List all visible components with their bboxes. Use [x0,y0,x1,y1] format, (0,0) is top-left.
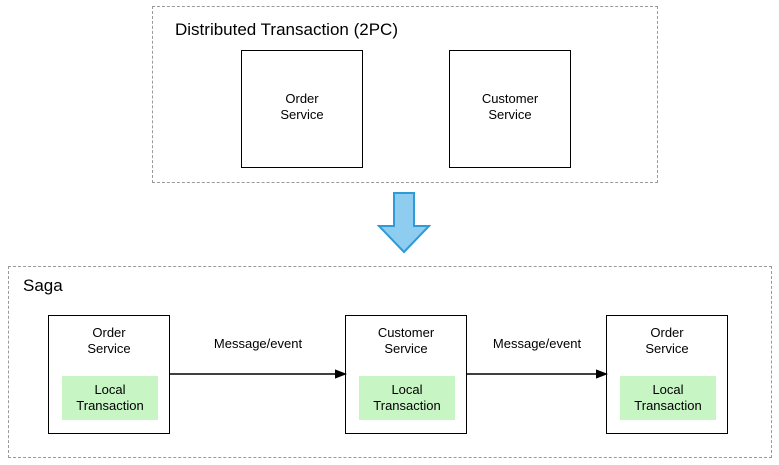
group-title-saga: Saga [23,276,63,295]
group-distributed-transaction: Distributed Transaction (2PC) [152,6,658,183]
service-box-customer-service-2pc[interactable]: Customer Service [449,50,571,168]
local-transaction-chip: Local Transaction [359,376,455,420]
service-box-label: Customer Service [481,91,539,122]
service-box-customer-service-saga[interactable]: Customer Service Local Transaction [345,315,467,434]
service-box-order-service-2pc[interactable]: Order Service [241,50,363,168]
service-box-label: Customer Service [377,325,435,356]
local-transaction-label: Local Transaction [373,382,441,413]
down-arrow-icon [376,192,432,254]
connector-arrow-1 [169,367,347,379]
local-transaction-chip: Local Transaction [62,376,158,420]
connector-label-message-event-1: Message/event [213,336,303,351]
group-saga: Saga [8,266,772,458]
connector-label-message-event-2: Message/event [492,336,582,351]
local-transaction-chip: Local Transaction [620,376,716,420]
service-box-order-service-saga-1[interactable]: Order Service Local Transaction [48,315,170,434]
service-box-order-service-saga-2[interactable]: Order Service Local Transaction [606,315,728,434]
group-title-distributed-transaction: Distributed Transaction (2PC) [175,20,398,39]
local-transaction-label: Local Transaction [76,382,144,413]
service-box-label: Order Service [280,91,324,122]
service-box-label: Order Service [87,325,131,356]
service-box-label: Order Service [645,325,689,356]
local-transaction-label: Local Transaction [634,382,702,413]
connector-arrow-2 [466,367,608,379]
